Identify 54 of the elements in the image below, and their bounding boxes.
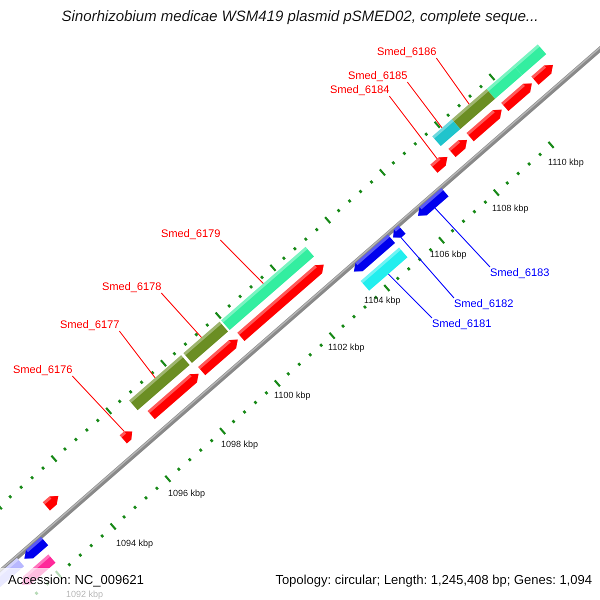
tick-label: 1110 kbp [548,157,584,167]
gene-bar [432,119,460,146]
tick-label: 1094 kbp [116,538,154,548]
leader-line [400,237,454,298]
gene-bar [24,536,48,559]
leader-line [72,376,125,432]
gene-bar [221,246,314,330]
gene-label: Smed_6181 [432,318,492,330]
gene-label: Smed_6186 [377,46,436,58]
gene-bar [360,248,408,291]
gene-label: Smed_6183 [490,267,550,279]
gene-bar [237,264,324,342]
gene-bar [148,374,199,420]
leader-line [388,96,438,160]
gene-bar [393,225,406,238]
leader-line [388,274,432,318]
tick-label: 1096 kbp [168,488,206,498]
gene-bar [183,322,228,363]
genome-summary-text: Topology: circular; Length: 1,245,408 bp; Genes: 1,094 [275,572,592,588]
tick-label: 1102 kbp [328,342,364,352]
leader-line [434,208,490,268]
gene-label: Smed_6176 [13,364,72,376]
gene-bar [514,44,546,76]
leader-line [220,240,264,284]
gene-bar [501,83,532,112]
gene-label: Smed_6185 [348,70,408,82]
map-title: Sinorhizobium medicae WSM419 plasmid pSMED02, complete seque... [60,8,540,26]
gene-label: Smed_6182 [454,298,514,310]
tick-label: 1100 kbp [274,390,310,400]
tick-label: 1092 kbp [66,589,104,599]
gene-bar [452,89,496,130]
gene-bar [466,110,502,142]
tick-label: 1104 kbp [364,295,400,305]
leader-line [118,330,156,378]
gene-bar [198,340,238,376]
leader-line [406,82,443,128]
gene-bar [486,65,522,99]
tick-label: 1108 kbp [492,203,528,213]
tick-label: 1106 kbp [430,249,466,259]
leader-line [436,58,470,105]
gene-label: Smed_6184 [330,84,390,96]
gene-bar [120,431,132,444]
gene-label: Smed_6178 [102,281,162,293]
gene-label: Smed_6177 [60,319,120,331]
accession-text: Accession: NC_009621 [8,572,144,588]
gene-bar [531,64,554,85]
gene-bar [42,496,58,511]
gene-bar [430,156,448,173]
gene-bar [354,234,396,272]
gene-bar [418,188,449,216]
gene-bar [129,355,190,410]
gene-bar [448,140,468,158]
tick-label: 1098 kbp [221,439,258,449]
gene-label: Smed_6179 [161,228,220,240]
